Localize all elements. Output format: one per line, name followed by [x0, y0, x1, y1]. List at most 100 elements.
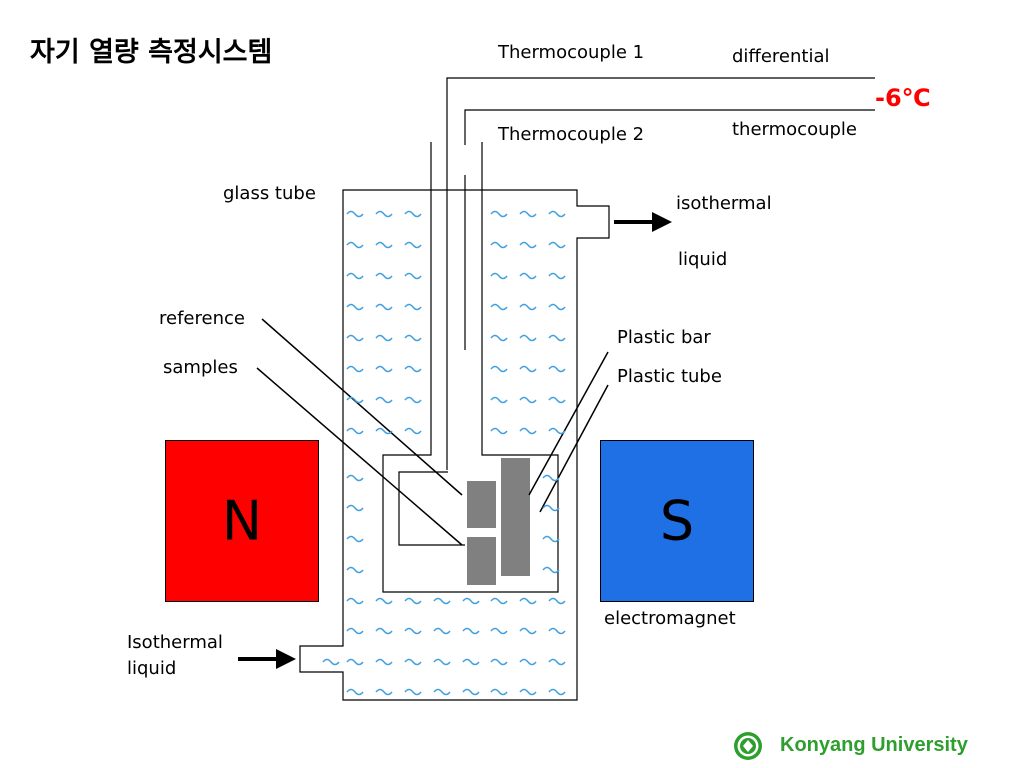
liquid-wave	[346, 396, 364, 404]
liquid-wave	[375, 241, 393, 249]
liquid-wave	[375, 334, 393, 342]
liquid-wave	[548, 334, 566, 342]
thermocouple-1-wire	[446, 77, 875, 470]
liquid-wave	[346, 272, 364, 280]
liquid-wave	[548, 597, 566, 605]
liquid-wave	[346, 241, 364, 249]
liquid-wave	[462, 688, 480, 696]
liquid-wave	[490, 396, 508, 404]
isothermal-inlet-label-1: Isothermal	[127, 632, 223, 653]
isothermal-liquid-waves	[322, 210, 566, 696]
liquid-wave	[346, 474, 364, 482]
liquid-wave	[375, 365, 393, 373]
liquid-wave	[462, 658, 480, 666]
liquid-wave	[404, 627, 422, 635]
reference-leader	[261, 318, 463, 496]
liquid-wave	[433, 597, 451, 605]
liquid-wave	[490, 658, 508, 666]
plastic-tube-label: Plastic tube	[617, 366, 722, 387]
samples-leader	[256, 367, 463, 546]
liquid-wave	[375, 272, 393, 280]
liquid-wave	[519, 658, 537, 666]
plastic-tube-leader	[539, 384, 609, 513]
plastic-bar-leader	[528, 351, 609, 496]
liquid-wave	[519, 427, 537, 435]
liquid-wave	[490, 427, 508, 435]
differential-label: differential	[732, 46, 830, 67]
reference-sample	[467, 481, 496, 528]
liquid-wave	[548, 396, 566, 404]
thermocouple-2-label: Thermocouple 2	[498, 124, 645, 145]
liquid-wave	[404, 241, 422, 249]
liquid-wave	[519, 627, 537, 635]
outlet-arrow-icon	[614, 212, 672, 232]
liquid-wave	[490, 334, 508, 342]
liquid-wave	[346, 504, 364, 512]
liquid-wave	[375, 688, 393, 696]
liquid-wave	[346, 535, 364, 543]
liquid-wave	[404, 427, 422, 435]
isothermal-outlet-label-2: liquid	[678, 249, 728, 270]
liquid-wave	[490, 627, 508, 635]
liquid-wave	[519, 688, 537, 696]
south-pole-magnet: S	[600, 440, 754, 602]
liquid-wave	[404, 688, 422, 696]
liquid-wave	[462, 597, 480, 605]
inlet-arrow-icon	[238, 649, 296, 669]
isothermal-inlet-label-2: liquid	[127, 658, 177, 679]
liquid-wave	[548, 627, 566, 635]
liquid-wave	[490, 303, 508, 311]
liquid-wave	[404, 365, 422, 373]
liquid-wave	[404, 658, 422, 666]
liquid-wave	[346, 688, 364, 696]
liquid-wave	[490, 365, 508, 373]
plastic-bar	[501, 458, 530, 576]
liquid-wave	[433, 688, 451, 696]
liquid-wave	[322, 658, 340, 666]
samples-label: samples	[163, 357, 238, 378]
liquid-wave	[519, 365, 537, 373]
liquid-wave	[519, 396, 537, 404]
liquid-wave	[375, 303, 393, 311]
glass-tube-label: glass tube	[223, 183, 316, 204]
page-title: 자기 열량 측정시스템	[30, 37, 273, 68]
temperature-readout: -6℃	[875, 84, 931, 112]
reference-label: reference	[159, 308, 245, 329]
liquid-wave	[375, 658, 393, 666]
liquid-wave	[346, 597, 364, 605]
liquid-wave	[346, 334, 364, 342]
liquid-wave	[548, 365, 566, 373]
liquid-wave	[404, 396, 422, 404]
liquid-wave	[519, 241, 537, 249]
liquid-wave	[375, 597, 393, 605]
university-seal-icon	[734, 732, 762, 760]
liquid-wave	[548, 241, 566, 249]
liquid-wave	[519, 210, 537, 218]
liquid-wave	[404, 303, 422, 311]
liquid-wave	[519, 303, 537, 311]
liquid-wave	[346, 627, 364, 635]
liquid-wave	[346, 427, 364, 435]
liquid-wave	[375, 396, 393, 404]
liquid-wave	[548, 427, 566, 435]
liquid-wave	[542, 504, 560, 512]
liquid-wave	[519, 597, 537, 605]
liquid-wave	[375, 627, 393, 635]
liquid-wave	[490, 210, 508, 218]
university-name: Konyang University	[780, 734, 968, 756]
thermocouple-1-label: Thermocouple 1	[498, 42, 645, 63]
reference-holder	[398, 471, 465, 546]
measured-sample	[467, 537, 496, 585]
thermocouple-label: thermocouple	[732, 119, 857, 140]
liquid-wave	[346, 658, 364, 666]
isothermal-outlet-label-1: isothermal	[676, 193, 772, 214]
plastic-tube-inner	[382, 142, 559, 593]
liquid-wave	[548, 272, 566, 280]
liquid-wave	[404, 334, 422, 342]
electromagnet-label: electromagnet	[604, 608, 736, 629]
liquid-wave	[548, 210, 566, 218]
liquid-wave	[404, 272, 422, 280]
south-pole-letter: S	[659, 489, 695, 553]
liquid-wave	[548, 658, 566, 666]
